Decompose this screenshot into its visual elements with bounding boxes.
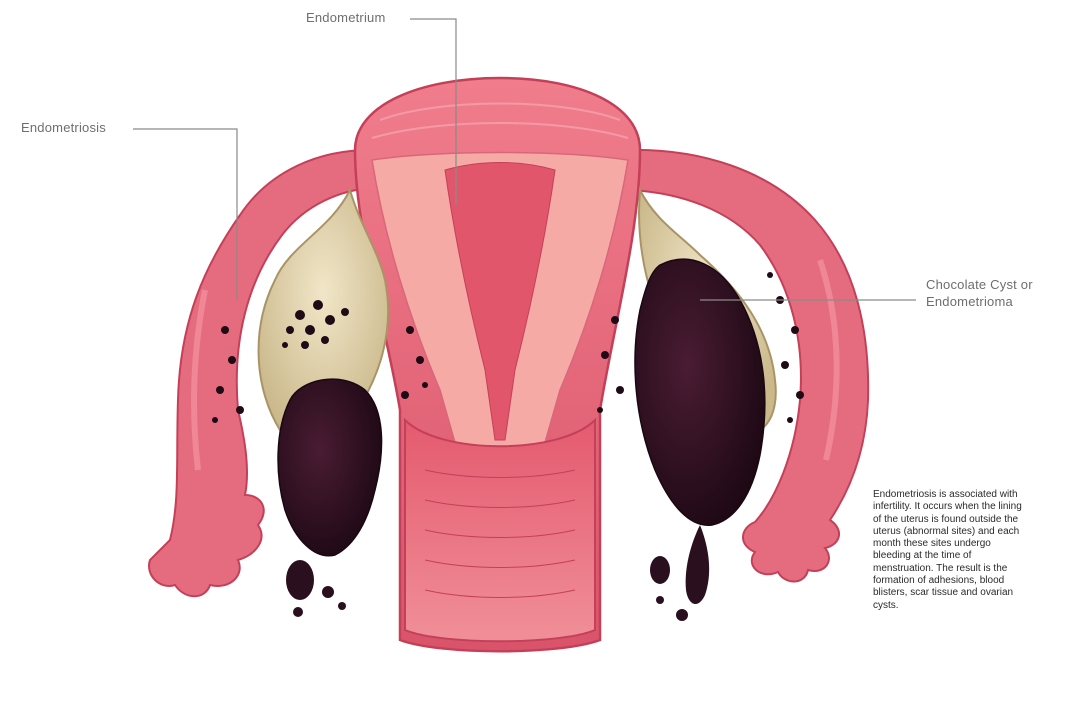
description-caption: Endometriosis is associated with inferti… [873,489,1023,612]
chocolate-cyst-label-line2: Endometrioma [926,293,1033,310]
endometrium-label: Endometrium [306,9,386,26]
chocolate-cyst-label: Chocolate Cyst or Endometrioma [926,276,1033,310]
chocolate-cyst-label-line1: Chocolate Cyst or [926,276,1033,293]
left-endometrioma-cyst [278,379,382,617]
uterus [355,78,640,651]
right-endometrioma-cyst [635,259,765,621]
endometriosis-label: Endometriosis [21,119,106,136]
